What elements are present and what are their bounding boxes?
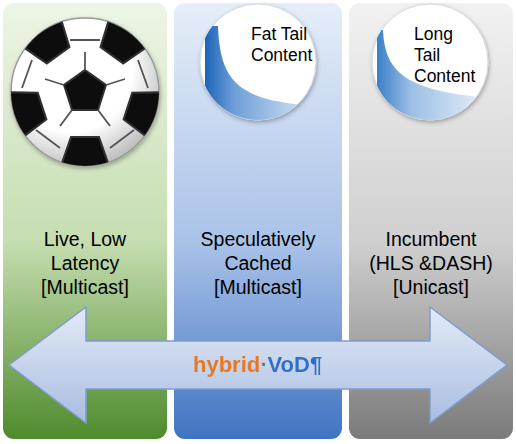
node-label: Long Tail Content bbox=[414, 24, 482, 87]
long-tail-icon bbox=[372, 4, 494, 124]
node-label: hybrid·VoD¶ bbox=[193, 352, 322, 378]
node-label: Fat Tail Content bbox=[251, 24, 311, 66]
node-label: Incumbent (HLS &DASH) [Unicast] bbox=[366, 228, 496, 299]
node-label: Live, Low Latency [Multicast] bbox=[20, 228, 150, 299]
double-arrow-band: hybrid·VoD¶ bbox=[8, 306, 508, 424]
soccer-ball bbox=[0, 7, 176, 180]
fat-tail-icon bbox=[200, 4, 322, 124]
fat-tail-circle: Fat Tail Content bbox=[200, 4, 316, 120]
arrow-outline bbox=[9, 307, 507, 423]
blue-panel-ground bbox=[173, 2, 343, 440]
node-label: Speculatively Cached [Multicast] bbox=[193, 228, 323, 299]
long-tail-circle: Long Tail Content bbox=[372, 4, 488, 120]
